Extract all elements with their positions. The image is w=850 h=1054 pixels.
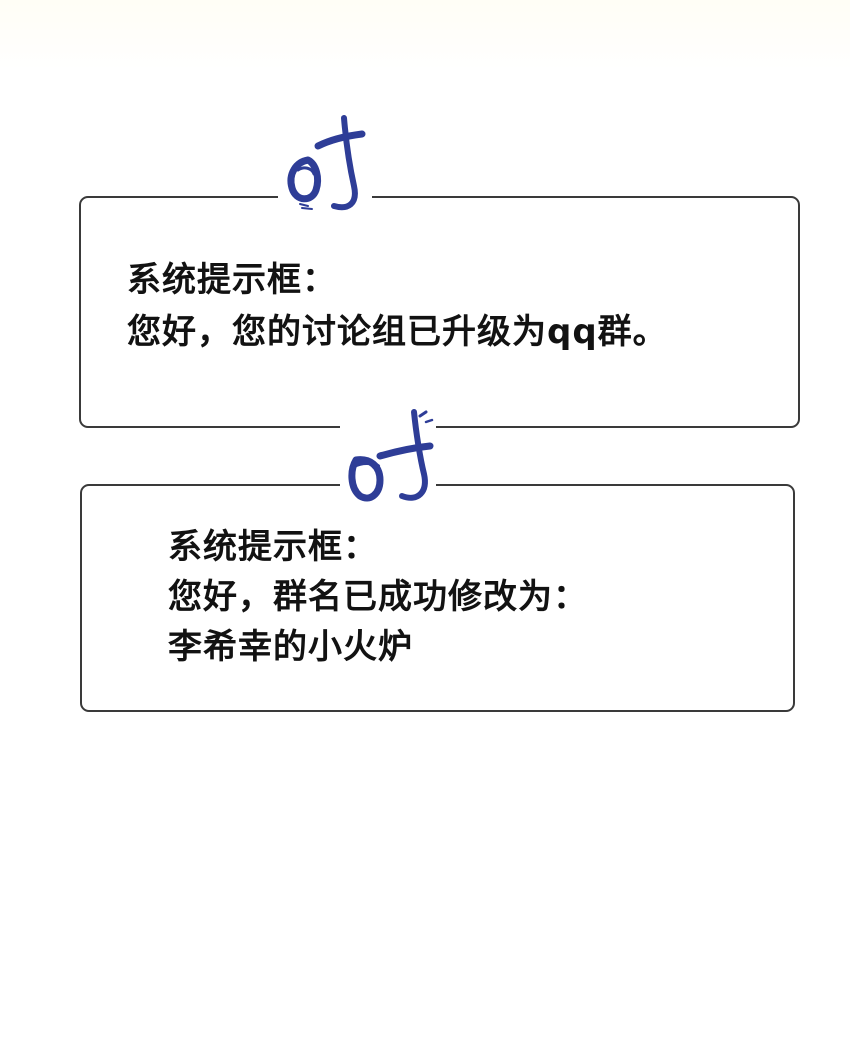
system-notice-line: 您好，您的讨论组已升级为qq群。	[127, 312, 668, 352]
system-notice-line: 李希幸的小火炉	[168, 627, 413, 667]
system-notice-text-2: 系统提示框： 您好，群名已成功修改为： 李希幸的小火炉	[168, 522, 588, 672]
system-notice-box-2: 系统提示框： 您好，群名已成功修改为： 李希幸的小火炉	[80, 484, 795, 712]
ding-sound-effect-1	[278, 112, 372, 216]
top-edge-tint	[0, 0, 850, 70]
system-notice-text-1: 系统提示框： 您好，您的讨论组已升级为qq群。	[127, 254, 668, 358]
ding-sound-effect-2	[340, 408, 436, 506]
system-notice-box-1: 系统提示框： 您好，您的讨论组已升级为qq群。	[79, 196, 800, 428]
system-notice-title: 系统提示框：	[127, 260, 337, 300]
handwritten-ding-sfx-icon	[287, 115, 366, 211]
system-notice-line: 您好，群名已成功修改为：	[168, 577, 588, 617]
handwritten-ding-sfx-icon	[348, 409, 434, 502]
system-notice-title: 系统提示框：	[168, 527, 378, 567]
